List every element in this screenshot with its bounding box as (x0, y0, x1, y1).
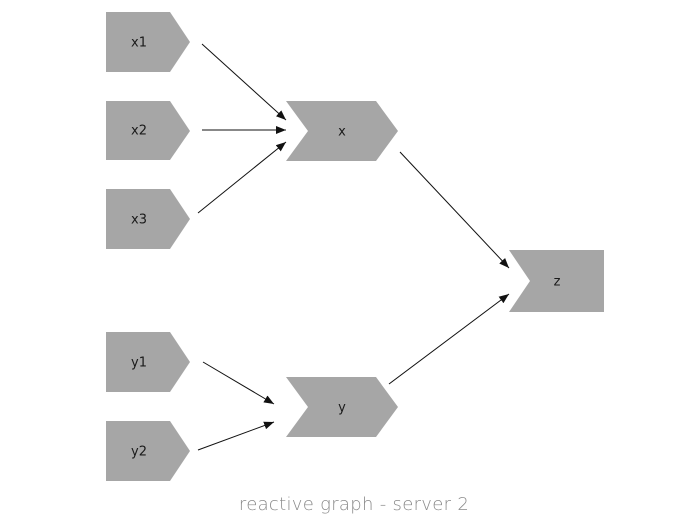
node-y2: y2 (106, 421, 190, 481)
node-x: x (286, 101, 398, 161)
edge-x1-x (201, 43, 287, 121)
node-x-label: x (338, 125, 346, 140)
edge-y2-y (197, 421, 275, 451)
node-x1-label: x1 (131, 36, 147, 51)
node-x2: x2 (106, 101, 190, 160)
edges (197, 43, 510, 451)
edge-y1-y (202, 361, 275, 405)
edge-x-z (399, 151, 510, 269)
node-x3: x3 (106, 189, 190, 249)
node-y: y (286, 377, 398, 437)
node-x1: x1 (106, 12, 190, 72)
edge-x3-x (197, 141, 287, 214)
node-y1-label: y1 (131, 356, 147, 371)
node-z-label: z (554, 275, 561, 290)
node-x2-label: x2 (131, 124, 147, 139)
node-y1: y1 (106, 332, 190, 392)
edge-y-z (388, 293, 510, 385)
node-y-label: y (338, 401, 346, 416)
node-z: z (509, 250, 604, 312)
node-x3-label: x3 (131, 213, 147, 228)
node-y2-label: y2 (131, 445, 147, 460)
figure-caption: reactive graph - server 2 (238, 494, 470, 515)
